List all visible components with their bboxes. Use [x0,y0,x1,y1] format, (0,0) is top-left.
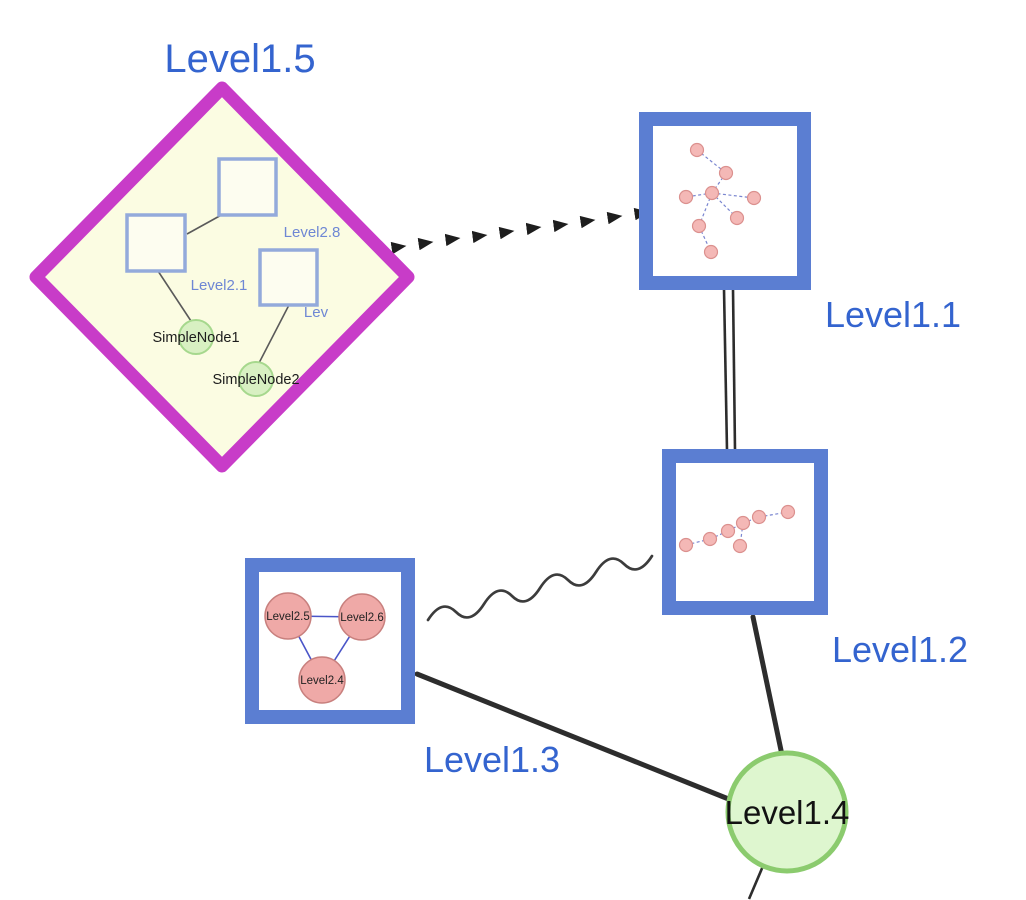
graph-node[interactable] [780,504,796,520]
top-level-edges [390,207,785,900]
edge-level13-level12-wavy[interactable] [426,554,654,622]
level11-label: Level1.1 [825,294,961,335]
simplenode1-label: SimpleNode1 [152,330,239,346]
level15-group-node[interactable]: Level2.8 Level2.1 Lev SimpleNode1 Simple… [29,81,415,473]
lev-node[interactable] [258,248,319,307]
level13-group-node[interactable]: Level2.5 Level2.6 Level2.4 [245,558,415,724]
edge-level15-level11-arrow[interactable] [390,207,650,255]
double-edge-line [722,288,729,451]
level12-mini-graph [678,504,796,554]
graph-node[interactable] [691,218,707,234]
double-edge-line [731,288,737,451]
level14-label: Level1.4 [725,794,850,831]
level24-node[interactable] [298,656,346,704]
graph-edge[interactable] [685,192,713,198]
graph-node[interactable] [703,244,719,260]
graph-node[interactable] [751,509,767,525]
level25-node[interactable] [264,592,312,640]
edge-level12-level14[interactable] [750,614,785,758]
level28-label: Level2.8 [284,224,341,241]
level25-label: Level2.5 [266,611,309,623]
graph-node[interactable] [689,142,705,158]
level11-rect-shape[interactable] [639,112,811,290]
edge-level13-level14[interactable] [414,671,734,803]
level15-label: Level1.5 [164,37,315,81]
graph-node[interactable] [746,190,762,206]
level14-circle-shape[interactable] [725,750,849,874]
level28-node[interactable] [217,157,278,217]
graph-edge[interactable] [685,538,711,546]
graph-node[interactable] [735,515,751,531]
level13-label: Level1.3 [424,739,560,780]
graph-node[interactable] [732,538,748,554]
level12-rect-shape[interactable] [662,449,828,615]
edge-level11-level12-double[interactable] [722,288,737,451]
graph-edge[interactable] [711,172,727,194]
level24-label: Level2.4 [300,675,344,687]
level12-group-node[interactable] [662,449,828,615]
lev-label: Lev [304,304,329,321]
level26-node[interactable] [338,593,386,641]
level15-diamond-shape[interactable] [29,81,415,473]
level11-group-node[interactable] [639,112,811,290]
graph-node[interactable] [702,531,718,547]
level11-mini-graph [678,142,762,260]
graph-node[interactable] [720,523,736,539]
graph-node[interactable] [718,165,734,181]
inner-edge-level21-simplenode1[interactable] [157,270,192,322]
graph-node[interactable] [729,210,745,226]
graph-node[interactable] [704,185,720,201]
simplenode2-node[interactable] [238,361,274,397]
level12-label: Level1.2 [832,629,968,670]
level14-node[interactable]: Level1.4 [725,750,850,874]
inner-edge-lev-simplenode2[interactable] [258,304,290,364]
simplenode1-node[interactable] [178,319,214,355]
graph-node[interactable] [678,537,694,553]
graph-node[interactable] [678,189,694,205]
level21-label: Level2.1 [191,277,248,294]
level21-node[interactable] [125,213,187,273]
level26-label: Level2.6 [340,612,383,624]
edge-level14-stub[interactable] [747,865,765,900]
simplenode2-label: SimpleNode2 [212,372,299,388]
